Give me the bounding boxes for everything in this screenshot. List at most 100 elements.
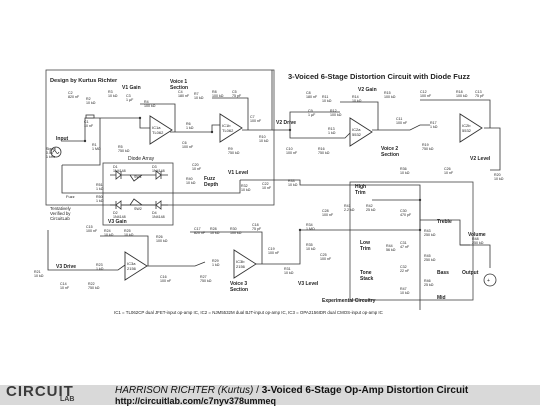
C12-name: C12	[420, 90, 427, 94]
wire-v3-fb2	[190, 231, 263, 264]
wire-output	[460, 244, 491, 268]
C13-name: C13	[475, 90, 482, 94]
R12-name: R12	[330, 109, 337, 113]
R42-name: R42	[366, 204, 373, 208]
R48-value: 250 kΩ	[472, 241, 484, 245]
R33-value: 10 kΩ	[288, 183, 298, 187]
R11-name: R11	[322, 95, 328, 99]
R35-value: 10 kΩ	[306, 247, 316, 251]
wire-v2-fb	[340, 101, 379, 130]
R27-value: 750 kΩ	[200, 279, 212, 283]
R19-value: 750 kΩ	[422, 147, 434, 151]
junction-2	[138, 116, 142, 120]
R8-value: 100 kΩ	[212, 94, 224, 98]
R1-name: R1	[92, 143, 97, 147]
R18-value: 100 kΩ	[456, 94, 468, 98]
R33-name: R33	[288, 179, 295, 183]
R45-value: 250 kΩ	[424, 258, 436, 262]
R13-value: 1 kΩ	[328, 131, 336, 135]
C15-name: C15	[86, 225, 93, 229]
R17-value: 1 kΩ	[430, 125, 438, 129]
note-verified: Verified by	[50, 211, 71, 216]
wire-v3-fb	[100, 235, 149, 266]
ic-note: IC1 = TL062CP dual JFET-input op-amp IC,…	[114, 310, 383, 315]
opamp-IC2b	[459, 113, 483, 143]
footer-author[interactable]: HARRISON RICHTER (Kurtus)	[115, 385, 254, 396]
ic2b-name: IC2b	[462, 123, 471, 128]
wire-stage1-fb	[140, 103, 176, 132]
R9-value: 750 kΩ	[228, 151, 240, 155]
R36-name: R36	[400, 167, 407, 171]
R21-name: R21	[34, 270, 41, 274]
R8-name: R8	[212, 90, 217, 94]
logo-sub: LAB	[60, 396, 75, 403]
C1-name: C1	[84, 120, 89, 124]
label-fuzz-depth2: Depth	[204, 182, 218, 188]
label-v3-gain: V3 Gain	[108, 219, 127, 225]
footer-separator: /	[253, 385, 262, 396]
R35-name: R35	[306, 243, 313, 247]
ic1b-type: TL062	[222, 128, 234, 133]
label-volume: Volume	[468, 232, 486, 238]
R26-name: R26	[156, 235, 163, 239]
R44-value: 56 kΩ	[386, 248, 396, 252]
R12-value: 100 kΩ	[330, 113, 342, 117]
C31-name: C31	[400, 241, 407, 245]
footer-circuit-name[interactable]: 3-Voiced 6-Stage Op-Amp Distortion Circu…	[261, 385, 469, 396]
C18-value: 75 pF	[252, 227, 262, 231]
circuitlab-logo[interactable]: CIRCUIT LAB	[4, 383, 92, 405]
R10-name: R10	[259, 135, 266, 139]
C3-name: C3	[126, 94, 131, 98]
R24-name: R24	[104, 229, 111, 233]
R4-name: R4	[144, 100, 149, 104]
diode-D4	[155, 200, 162, 210]
ic3b-type: 2156	[236, 264, 246, 269]
C32-name: C32	[400, 265, 407, 269]
C16-value: 100 nF	[160, 279, 172, 283]
ic3a-name: IC3a	[127, 261, 136, 266]
R31-name: R31	[284, 267, 291, 271]
footer-url-link[interactable]: http://circuitlab.com/c7nyv378ummeq	[115, 396, 277, 406]
wire-input	[61, 117, 118, 142]
label-voice2-section: Section	[381, 152, 399, 158]
C28-value: 100 nF	[322, 213, 334, 217]
wire-diode-bus	[61, 165, 241, 194]
label-v2-level: V2 Level	[470, 156, 491, 162]
R45-name: R45	[424, 254, 431, 258]
SW1-name: SW1	[134, 175, 142, 179]
R20-value: 10 kΩ	[494, 177, 504, 181]
R11-value: 10 kΩ	[322, 99, 332, 103]
R29-name: R29	[212, 259, 219, 263]
opamp-IC1b	[219, 113, 243, 143]
C14-value: 10 nF	[60, 286, 70, 290]
R43-name: R43	[424, 229, 431, 233]
junction-3	[210, 130, 214, 134]
wire-v2-bus	[272, 111, 340, 131]
R42-value: 25 kΩ	[366, 208, 376, 212]
label-experimental: Experimental Circuitry	[322, 298, 376, 304]
R26-value: 100 kΩ	[156, 239, 168, 243]
opamp-IC3b	[233, 249, 257, 279]
label-signal-freq: 1 kHz	[46, 155, 55, 159]
R9-name: R9	[228, 147, 233, 151]
R48-name: R48	[472, 237, 479, 241]
wire-v2-out	[484, 127, 501, 171]
wire-v3-in	[47, 230, 126, 271]
R28-value: 10 kΩ	[210, 231, 220, 235]
label-v1-level: V1 Level	[228, 170, 249, 176]
R41-value: 2.2 kΩ	[344, 208, 355, 212]
R34-name: R34	[306, 223, 313, 227]
wire-stage1-in	[118, 117, 150, 129]
R47-name: R47	[400, 287, 407, 291]
C4-value: 180 nF	[178, 94, 190, 98]
wire-v2-mid	[372, 124, 430, 131]
label-v1-gain: V1 Gain	[122, 85, 141, 91]
footer-bar	[0, 385, 540, 405]
C32-value: 22 nF	[400, 269, 410, 273]
footer-title: HARRISON RICHTER (Kurtus) / 3-Voiced 6-S…	[115, 385, 468, 396]
R50-value: 1 kΩ	[96, 199, 104, 203]
D1-name: D1	[113, 165, 118, 169]
R7-value: 10 kΩ	[194, 96, 204, 100]
R47-value: 10 kΩ	[400, 291, 410, 295]
R27-name: R27	[200, 275, 207, 279]
